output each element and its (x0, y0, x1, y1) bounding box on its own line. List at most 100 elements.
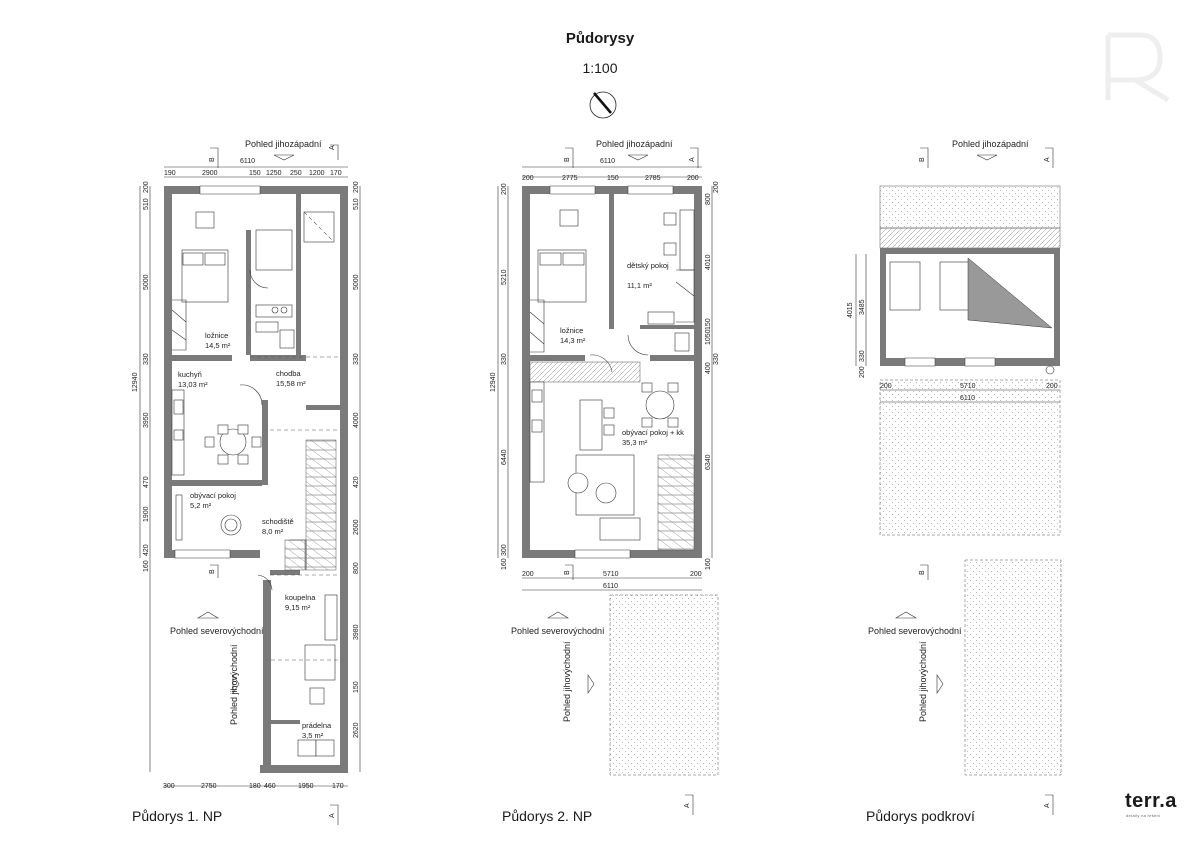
dimension-label: 1200 (309, 170, 325, 177)
dimension-label: 5210 (501, 269, 508, 285)
room-area: 15,58 m² (276, 379, 306, 388)
dimension-label: 330 (501, 353, 508, 365)
dimension-label: 150 (705, 318, 712, 330)
dimension-label: 250 (290, 170, 302, 177)
dimension-label: 2785 (645, 175, 661, 182)
dimension-label: 160 (705, 558, 712, 570)
view-label-ne-3: Pohled severovýchodní (868, 626, 962, 636)
dimension-label: 330 (143, 353, 150, 365)
room-area: 14,3 m² (560, 336, 586, 345)
dimension-label: 150 (249, 170, 261, 177)
brand-tagline: detaily na řešení (1126, 813, 1161, 818)
view-arrows (196, 144, 1054, 825)
dimension-label: 3950 (143, 412, 150, 428)
dimension-label: 3485 (859, 299, 866, 315)
room-area: 11,1 m² (627, 281, 652, 290)
dimension-label: 1900 (143, 506, 150, 522)
dimension-label: 420 (353, 476, 360, 488)
view-label-se-2: Pohled jihovýchodní (562, 641, 572, 722)
room-name: obývací pokoj + kk (622, 428, 684, 437)
dimension-label: 6340 (705, 454, 712, 470)
dimension-label: 200 (1046, 383, 1058, 390)
dimension-label: 170 (332, 783, 344, 790)
dimension-label: 800 (353, 562, 360, 574)
north-arrow-icon (589, 91, 617, 119)
plan-3-attic (855, 185, 1062, 776)
dimension-label: 330 (713, 353, 720, 365)
dimension-label: 5710 (960, 383, 976, 390)
dimension-label: 160 (501, 558, 508, 570)
section-mark-a: A (1044, 157, 1051, 162)
logo-mark-icon (1105, 32, 1170, 103)
dimension-label: 200 (522, 175, 534, 182)
dimension-label: 200 (713, 181, 720, 193)
dimension-label: 1050 (705, 329, 712, 345)
dimension-label: 200 (143, 181, 150, 193)
plan-1-label: Půdorys 1. NP (132, 808, 223, 824)
room-name: schodiště (262, 517, 294, 526)
dimension-label: 5000 (353, 274, 360, 290)
section-mark-a: A (689, 157, 696, 162)
room-name: dětský pokoj (627, 261, 669, 270)
room-name: obývací pokoj (190, 491, 236, 500)
section-mark-a: A (1044, 803, 1051, 808)
room-area: 5,2 m² (190, 501, 212, 510)
dimension-label: 150 (607, 175, 619, 182)
room-name: prádelna (302, 721, 332, 730)
room-name: ložnice (560, 326, 583, 335)
section-mark-b: B (564, 570, 571, 575)
section-mark-a: A (329, 145, 336, 150)
dimension-label: 510 (353, 198, 360, 210)
dimension-label: 5710 (603, 571, 619, 578)
view-label-ne-2: Pohled severovýchodní (511, 626, 605, 636)
dimension-label: 6440 (501, 449, 508, 465)
dimension-label: 190 (164, 170, 176, 177)
section-mark-b: B (209, 569, 216, 574)
room-area: 8,0 m² (262, 527, 284, 536)
scale-label: 1:100 (582, 60, 618, 76)
dimension-label: 2900 (202, 170, 218, 177)
room-name: chodba (276, 369, 301, 378)
dimension-label: 420 (143, 544, 150, 556)
plan-2-label: Půdorys 2. NP (502, 808, 593, 824)
dimension-label: 12940 (490, 372, 497, 392)
room-area: 14,5 m² (205, 341, 231, 350)
section-mark-b: B (564, 157, 571, 162)
dimension-label: 470 (143, 476, 150, 488)
dimension-label: 2620 (353, 722, 360, 738)
dimension-label: 4010 (705, 254, 712, 270)
dimension-label: 6110 (603, 583, 618, 590)
dimension-label: 400 (705, 362, 712, 374)
dimension-label: 6110 (240, 158, 255, 165)
dimension-label: 200 (501, 183, 508, 195)
dimension-label: 800 (705, 193, 712, 205)
room-area: 35,3 m² (622, 438, 648, 447)
dimension-label: 5000 (143, 274, 150, 290)
dimension-label: 200 (353, 181, 360, 193)
room-area: 9,15 m² (285, 603, 311, 612)
dimension-label: 200 (687, 175, 699, 182)
view-label-sw-3: Pohled jihozápadní (952, 139, 1029, 149)
dimension-label: 510 (143, 198, 150, 210)
dimension-label: 6110 (960, 395, 975, 402)
view-label-se-3: Pohled jihovýchodní (918, 641, 928, 722)
section-mark-b: B (919, 570, 926, 575)
room-name: kuchyň (178, 370, 202, 379)
dimension-label: 300 (163, 783, 175, 790)
dimension-label: 160 (143, 560, 150, 572)
dimension-label: 12940 (132, 372, 139, 392)
view-label-se-1: Pohled jihovýchodní (229, 644, 239, 725)
plan-3-label: Půdorys podkroví (866, 808, 975, 824)
dimension-label: 2775 (562, 175, 578, 182)
room-area: 13,03 m² (178, 380, 208, 389)
dimension-label: 170 (330, 170, 342, 177)
view-label-ne-1: Pohled severovýchodní (170, 626, 264, 636)
view-label-sw-2: Pohled jihozápadní (596, 139, 673, 149)
view-label-sw-1: Pohled jihozápadní (245, 139, 322, 149)
dimension-label: 200 (880, 383, 892, 390)
room-name: koupelna (285, 593, 316, 602)
dimension-label: 1950 (298, 783, 314, 790)
dimension-label: 200 (522, 571, 534, 578)
dimension-label: 330 (859, 350, 866, 362)
